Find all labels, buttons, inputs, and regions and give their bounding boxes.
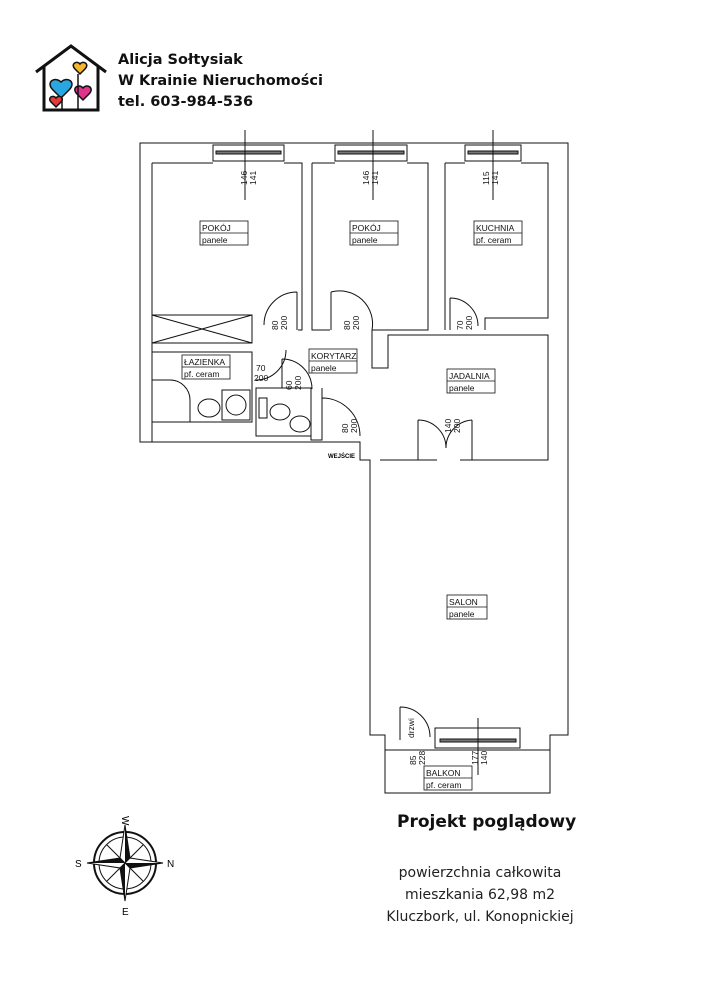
info-address: Kluczbork, ul. Konopnickiej <box>386 909 574 925</box>
room-name: BALKON <box>426 768 461 778</box>
door-height: 200 <box>452 419 462 433</box>
wc-outline <box>255 387 312 437</box>
room-label-balkon: BALKON pf. ceram <box>423 765 473 791</box>
door-width: 60 <box>284 380 294 390</box>
project-title: Projekt poglądowy <box>397 812 577 832</box>
room-floor: pf. ceram <box>426 780 461 790</box>
door-height: 200 <box>279 316 289 330</box>
door-width: 80 <box>340 423 350 433</box>
room-floor: pf. ceram <box>476 235 511 245</box>
info-block: powierzchnia całkowita mieszkania 62,98 … <box>370 862 590 928</box>
window-height: 141 <box>370 171 380 185</box>
room-pokoj-2-outline <box>311 162 429 331</box>
room-floor: panele <box>202 235 228 245</box>
door-height: 200 <box>464 316 474 330</box>
brand-company: W Krainie Nieruchomości <box>118 73 323 89</box>
door-width: 70 <box>455 320 465 330</box>
info-area-value: mieszkania 62,98 m2 <box>404 887 556 903</box>
door-swing <box>417 419 473 460</box>
room-name: POKÓJ <box>352 223 381 233</box>
room-floor: panele <box>449 383 475 393</box>
window-width: 146 <box>361 171 371 185</box>
window-1 <box>212 144 285 162</box>
door-width: 80 <box>342 320 352 330</box>
door-swing <box>330 290 374 331</box>
room-label-kuchnia: KUCHNIA pf. ceram <box>473 220 523 246</box>
compass-rose-icon: W N S E <box>75 816 174 918</box>
door-swing <box>399 706 431 740</box>
door-swing <box>263 291 298 330</box>
door-width: 70 <box>256 363 266 373</box>
room-label-korytarz: KORYTARZ panele <box>308 348 358 374</box>
door-swing <box>281 358 313 390</box>
room-name: JADALNIA <box>449 371 490 381</box>
door-width: 85 <box>408 755 418 765</box>
door-height: 228 <box>417 751 427 765</box>
compass-e: E <box>122 907 129 918</box>
door-height: 200 <box>351 316 361 330</box>
info-area-label: powierzchnia całkowita <box>398 865 562 881</box>
door-swing <box>255 349 287 381</box>
room-kuchnia-outline <box>444 162 549 330</box>
compass-w: W <box>119 816 130 826</box>
room-label-lazienka: ŁAZIENKA pf. ceram <box>181 354 231 380</box>
compass-n: N <box>167 859 174 870</box>
balcony-outline <box>384 750 551 794</box>
door-height: 200 <box>254 373 268 383</box>
room-floor: pf. ceram <box>184 369 219 379</box>
window-height: 141 <box>248 171 258 185</box>
compass-s: S <box>75 859 82 870</box>
room-name: KORYTARZ <box>311 351 357 361</box>
room-name: POKÓJ <box>202 223 231 233</box>
corridor-wall <box>371 330 549 461</box>
door-swing <box>449 297 479 330</box>
room-label-pokoj-2: POKÓJ panele <box>349 220 399 246</box>
window-height: 141 <box>490 171 500 185</box>
window-height: 140 <box>479 751 489 765</box>
window-width: 177 <box>470 751 480 765</box>
balcony-door-label: drzwi <box>406 718 416 738</box>
window-width: 146 <box>239 171 249 185</box>
door-height: 200 <box>349 419 359 433</box>
door-height: 200 <box>293 376 303 390</box>
room-name: KUCHNIA <box>476 223 515 233</box>
brand-phone: tel. 603-984-536 <box>118 94 254 110</box>
room-name: ŁAZIENKA <box>184 357 225 367</box>
room-floor: panele <box>352 235 378 245</box>
outer-wall <box>139 142 569 751</box>
bathroom-outline <box>151 351 253 423</box>
brand-block: Alicja Sołtysiak W Krainie Nieruchomości… <box>118 50 323 113</box>
window-width: 115 <box>481 171 491 185</box>
window-2 <box>334 144 408 162</box>
door-swing <box>321 397 361 437</box>
room-label-pokoj-1: POKÓJ panele <box>199 220 249 246</box>
door-width: 80 <box>270 320 280 330</box>
brand-name: Alicja Sołtysiak <box>118 52 243 68</box>
room-label-salon: SALON panele <box>446 594 488 620</box>
room-floor: panele <box>449 609 475 619</box>
door-width: 140 <box>443 419 453 433</box>
wardrobe <box>151 314 253 344</box>
room-floor: panele <box>311 363 337 373</box>
room-name: SALON <box>449 597 478 607</box>
entrance-label: WEJŚCIE <box>328 453 355 460</box>
logo-house-icon <box>35 44 107 112</box>
room-label-jadalnia: JADALNIA panele <box>446 368 496 394</box>
